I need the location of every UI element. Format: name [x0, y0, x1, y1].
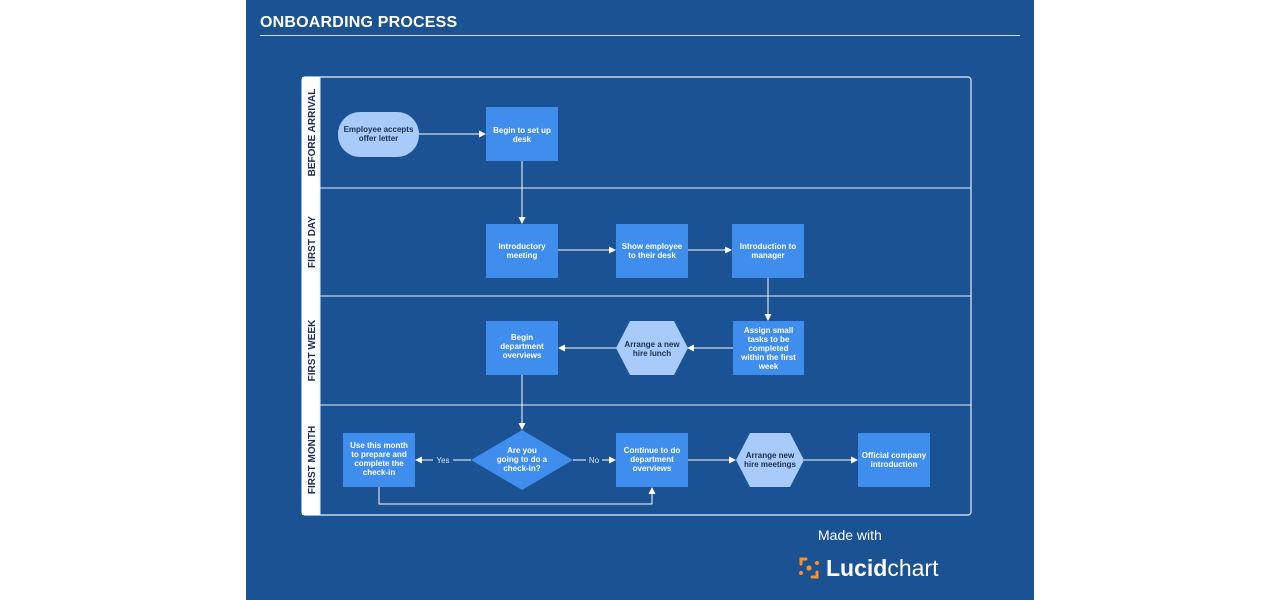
node-line: hire meetings [744, 460, 797, 469]
page-title: ONBOARDING PROCESS [260, 14, 458, 31]
lane-header-first-month: FIRST MONTH [302, 405, 320, 515]
node-line: Official company [862, 451, 927, 460]
edge-label-no: No [589, 456, 600, 465]
title-divider [260, 35, 1020, 36]
node-arrange-new-hire-lunch: Arrange a new hire lunch [616, 321, 688, 375]
node-assign-small-tasks: Assign small tasks to be completed withi… [733, 321, 804, 375]
edge-label-yes: Yes [436, 456, 449, 465]
node-line: manager [751, 251, 784, 260]
node-line: Arrange a new [624, 340, 680, 349]
node-line: overviews [503, 351, 542, 360]
node-line: Begin [511, 333, 533, 342]
lucidchart-logo: Lucidchart [798, 553, 938, 583]
node-line: Employee accepts [344, 125, 414, 134]
lane-header-first-day: FIRST DAY [302, 188, 320, 296]
node-line: Introductory [498, 242, 546, 251]
node-begin-setup-desk: Begin to set up desk [486, 107, 558, 161]
node-line: Introduction to [740, 242, 797, 251]
node-check-in-decision: Are you going to do a check-in? [471, 430, 573, 490]
node-line: Use this month [350, 441, 408, 450]
lucidchart-wordmark: Lucidchart [826, 553, 938, 583]
node-line: overviews [633, 464, 672, 473]
node-line: department [630, 455, 674, 464]
node-line: check-in? [503, 464, 540, 473]
node-official-company-introduction: Official company introduction [858, 433, 930, 487]
node-line: to prepare and [351, 450, 407, 459]
wordmark-regular: chart [887, 555, 939, 581]
node-line: Arrange new [746, 451, 795, 460]
diagram-canvas [246, 0, 1034, 600]
node-line: Are you [507, 446, 537, 455]
node-arrange-new-hire-meetings: Arrange new hire meetings [736, 433, 804, 487]
node-employee-accepts: Employee accepts offer letter [338, 112, 419, 157]
wordmark-bold: Lucid [826, 555, 888, 581]
lucidchart-logo-icon [799, 557, 819, 579]
lane-label-before-arrival: BEFORE ARRIVAL [307, 89, 318, 177]
node-line: within the first [740, 353, 796, 362]
node-line: Assign small [744, 326, 793, 335]
node-continue-department-overviews: Continue to do department overviews [616, 433, 688, 487]
node-introductory-meeting: Introductory meeting [486, 224, 558, 278]
lane-header-before-arrival: BEFORE ARRIVAL [302, 77, 320, 188]
node-line: meeting [507, 251, 538, 260]
node-introduction-to-manager: Introduction to manager [732, 224, 804, 278]
node-begin-department-overviews: Begin department overviews [486, 321, 558, 375]
node-line: desk [513, 135, 532, 144]
node-line: completed [748, 344, 788, 353]
node-line: week [758, 362, 779, 371]
lane-header-first-week: FIRST WEEK [302, 296, 320, 405]
node-line: Show employee [622, 242, 683, 251]
node-line: complete the [354, 459, 404, 468]
node-line: going to do a [497, 455, 548, 464]
node-line: Begin to set up [493, 126, 551, 135]
lane-label-first-month: FIRST MONTH [307, 426, 318, 494]
node-line: offer letter [359, 134, 399, 143]
node-prepare-check-in: Use this month to prepare and complete t… [343, 433, 415, 487]
made-with-label: Made with [818, 527, 882, 543]
edge-prepare-to-continue [378, 487, 656, 505]
node-line: tasks to be [748, 335, 790, 344]
node-line: hire lunch [633, 349, 671, 358]
lane-label-first-day: FIRST DAY [307, 216, 318, 268]
node-line: Continue to do [624, 446, 681, 455]
node-line: to their desk [628, 251, 676, 260]
node-line: check-in [363, 468, 396, 477]
node-line: department [500, 342, 544, 351]
lane-label-first-week: FIRST WEEK [307, 319, 318, 381]
node-line: introduction [871, 460, 918, 469]
node-show-employee-desk: Show employee to their desk [616, 224, 688, 278]
edges [378, 130, 858, 505]
